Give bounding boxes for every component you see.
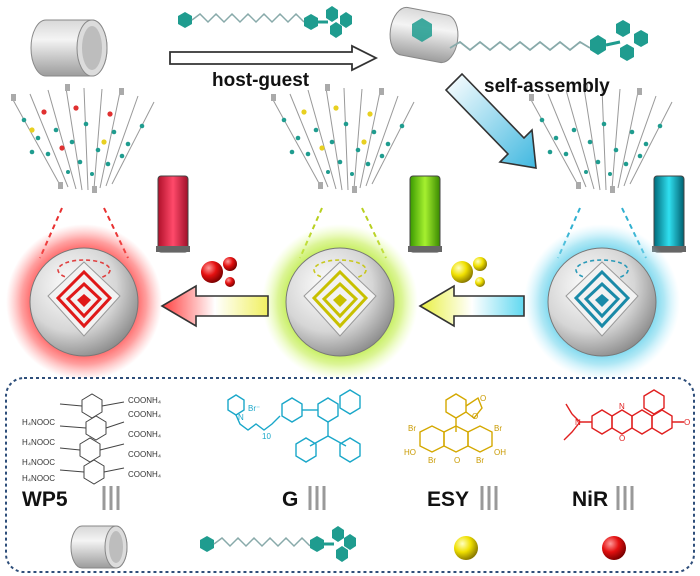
wp5-group: COONH₄ — [128, 470, 162, 479]
assembly-bundle-cyan — [528, 83, 673, 194]
host-guest-complex — [389, 6, 648, 64]
legend-guest-molecule-icon — [200, 526, 356, 562]
legend-wp5-label: WP5 — [22, 488, 68, 511]
g-atom: Br⁻ — [248, 404, 261, 413]
legend-nir-label: NiR — [572, 488, 609, 511]
arrow-green-to-red — [160, 284, 269, 328]
assembly-bundle-red — [10, 83, 155, 194]
esy-atom: HO — [404, 448, 416, 457]
nir-atom: O — [684, 418, 691, 427]
legend-g-label: G — [282, 488, 299, 511]
vial-red — [156, 175, 190, 253]
esy-dye-particles — [451, 257, 487, 287]
wp5-group: H₄NOOC — [22, 438, 56, 447]
legend-host-cylinder-icon — [70, 525, 128, 569]
esy-atom: OH — [494, 448, 506, 457]
assembly-bundle-green — [270, 83, 415, 194]
host-cylinder — [30, 19, 108, 77]
vial-cyan — [652, 175, 686, 253]
wp5-group: H₄NOOC — [22, 474, 56, 483]
vesicle-cyan — [524, 224, 680, 380]
legend-esy-label: ESY — [427, 488, 470, 511]
wp5-group: H₄NOOC — [22, 418, 56, 427]
esy-atom: Br — [476, 456, 484, 465]
nir-atom: N — [619, 402, 625, 411]
nir-structure — [563, 389, 684, 441]
esy-atom: Br — [428, 456, 436, 465]
vesicle-red — [6, 224, 162, 380]
wp5-group: COONH₄ — [128, 430, 162, 439]
esy-atom: Br — [408, 424, 416, 433]
guest-molecule — [178, 6, 352, 38]
wp5-structure — [59, 393, 125, 485]
self-assembly-arrow — [444, 72, 537, 169]
wp5-group: COONH₄ — [128, 450, 162, 459]
legend-box — [5, 377, 695, 573]
esy-atom: O — [472, 412, 479, 421]
esy-structure — [419, 393, 493, 453]
g-structure — [227, 389, 361, 463]
esy-atom: Br — [494, 424, 502, 433]
equiv-bars — [102, 486, 634, 510]
legend-esy-ball-icon — [454, 536, 478, 560]
nir-atom: O — [619, 434, 626, 443]
arrow-cyan-to-green — [418, 284, 525, 328]
self-assembly-label: self-assembly — [484, 76, 610, 97]
esy-atom: O — [454, 456, 461, 465]
wp5-group: COONH₄ — [128, 396, 162, 405]
g-atom: N — [238, 413, 244, 422]
wp5-group: COONH₄ — [128, 410, 162, 419]
legend-nir-ball-icon — [602, 536, 626, 560]
host-guest-arrow — [169, 44, 379, 72]
nir-dye-particles — [201, 257, 237, 287]
host-guest-label: host-guest — [212, 70, 310, 91]
g-atom: 10 — [262, 432, 271, 441]
vial-green — [408, 175, 442, 253]
nir-atom: N — [575, 418, 581, 427]
esy-atom: O — [480, 394, 487, 403]
vesicle-green — [262, 224, 418, 380]
wp5-group: H₄NOOC — [22, 458, 56, 467]
